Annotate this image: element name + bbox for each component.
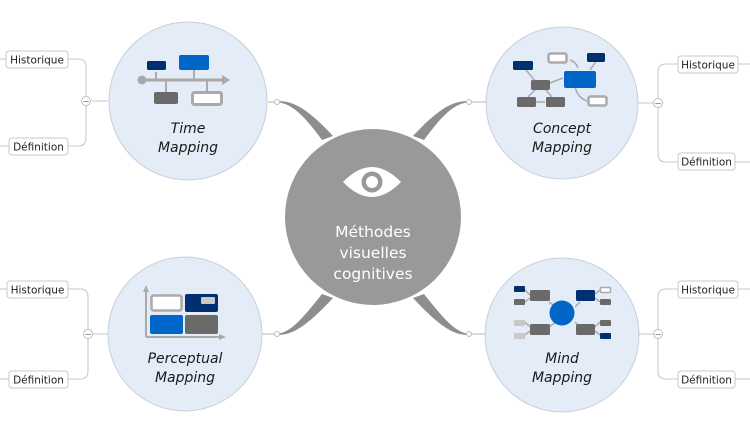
- topic-perceptual-mapping[interactable]: Perceptual Mapping: [107, 256, 263, 412]
- collapse-minus-icon: −: [654, 331, 662, 341]
- central-topic-circle: [285, 129, 461, 305]
- subtopic-definition[interactable]: Définition: [677, 370, 736, 389]
- perceptual-map-icon: [143, 285, 226, 340]
- topic-title-line-1: Time: [171, 121, 206, 137]
- subtopic-historique[interactable]: Historique: [6, 280, 69, 299]
- subtopics-perceptual-mapping: − Historique Définition: [0, 280, 108, 389]
- central-topic[interactable]: Méthodes visuelles cognitives: [285, 129, 461, 305]
- svg-text:Historique: Historique: [681, 60, 735, 72]
- topic-title-line-1: Concept: [533, 121, 591, 137]
- subtopic-definition[interactable]: Définition: [8, 370, 69, 389]
- topic-title-line-1: Mind: [545, 351, 579, 367]
- svg-text:Définition: Définition: [13, 142, 64, 154]
- branch-to-mind: [413, 294, 469, 335]
- connector-knob[interactable]: [466, 331, 472, 337]
- subtopic-historique[interactable]: Historique: [677, 280, 739, 299]
- topic-mind-mapping[interactable]: Mind Mapping: [484, 257, 640, 413]
- topic-title-line-1: Perceptual: [148, 351, 223, 367]
- subtopics-time-mapping: − Historique Définition: [0, 50, 108, 156]
- collapse-minus-icon: −: [84, 331, 92, 341]
- eye-icon: [343, 167, 401, 197]
- central-topic-line-1: Méthodes: [335, 223, 411, 241]
- svg-text:Définition: Définition: [13, 375, 64, 387]
- branch-to-perceptual: [277, 294, 333, 335]
- topic-title-line-2: Mapping: [158, 140, 218, 156]
- central-topic-line-3: cognitives: [333, 265, 412, 283]
- branch-to-concept: [413, 101, 469, 140]
- topic-time-mapping[interactable]: Time Mapping: [108, 21, 268, 181]
- subtopics-concept-mapping: − Historique Définition: [638, 55, 750, 171]
- collapse-minus-icon: −: [654, 100, 662, 110]
- collapse-toggle[interactable]: [653, 329, 663, 339]
- topic-circle: [107, 256, 263, 412]
- topic-title-line-2: Mapping: [532, 140, 592, 156]
- concept-map-icon: [513, 52, 608, 107]
- subtopics-mind-mapping: − Historique Définition: [638, 280, 750, 389]
- topic-circle: [484, 257, 640, 413]
- subtopic-definition[interactable]: Définition: [677, 152, 736, 171]
- subtopic-historique[interactable]: Historique: [677, 55, 739, 74]
- topic-title-line-2: Mapping: [155, 370, 215, 386]
- svg-text:Historique: Historique: [10, 55, 64, 67]
- mind-map-icon: [514, 286, 612, 339]
- collapse-toggle[interactable]: [83, 329, 93, 339]
- svg-text:Historique: Historique: [11, 285, 65, 297]
- svg-text:Définition: Définition: [681, 157, 732, 169]
- timeline-icon: [137, 55, 230, 106]
- subtopic-historique[interactable]: Historique: [5, 50, 69, 69]
- svg-text:Définition: Définition: [681, 375, 732, 387]
- topic-concept-mapping[interactable]: Concept Mapping: [485, 26, 639, 180]
- connector-knob[interactable]: [274, 99, 280, 105]
- connector-knob[interactable]: [466, 99, 472, 105]
- connector-knob[interactable]: [274, 331, 280, 337]
- central-topic-line-2: visuelles: [339, 244, 406, 262]
- central-branches: [262, 99, 487, 337]
- collapse-minus-icon: −: [82, 98, 90, 108]
- branch-to-time: [277, 101, 333, 140]
- subtopic-definition[interactable]: Définition: [8, 137, 69, 156]
- topic-title-line-2: Mapping: [532, 370, 592, 386]
- collapse-toggle[interactable]: [653, 98, 663, 108]
- svg-text:Historique: Historique: [681, 285, 735, 297]
- collapse-toggle[interactable]: [81, 96, 91, 106]
- topic-circle: [108, 21, 268, 181]
